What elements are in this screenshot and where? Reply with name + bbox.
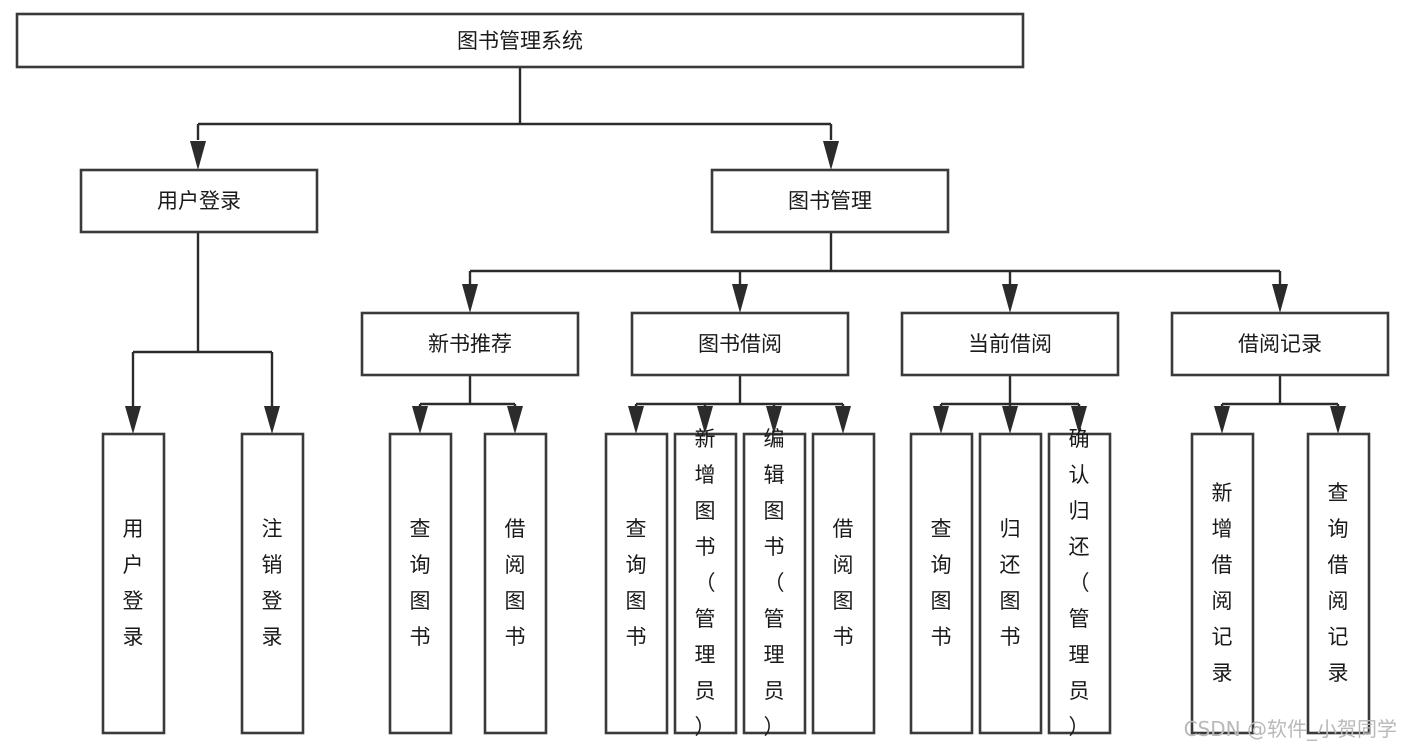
node-new-book-recommend-box[interactable]	[360, 311, 580, 377]
connector-bookmgmt-to-level3	[462, 232, 1288, 313]
node-borrow-record-label: 借阅记录	[1238, 332, 1322, 356]
leaf-node-query-book-1-box[interactable]	[388, 432, 453, 735]
leaf-node-logout-login[interactable]: 注销登录	[240, 432, 305, 735]
arrow-head-book-management	[823, 141, 839, 170]
node-current-borrow-box[interactable]	[900, 311, 1120, 377]
leaf-node-query-book-3[interactable]: 查询图书	[909, 432, 974, 735]
leaf-node-add-book-label: 新增图书（管理员）	[695, 427, 716, 739]
leaf-node-query-book-3-box[interactable]	[909, 432, 974, 735]
arrow-head-leaf-return-book	[1002, 406, 1018, 434]
leaf-node-confirm-return[interactable]: 确认归还（管理员）	[1047, 427, 1112, 739]
node-borrow-record[interactable]: 借阅记录	[1170, 311, 1390, 377]
connector-newbook-to-leaves	[412, 375, 523, 434]
node-root[interactable]: 图书管理系统	[15, 12, 1025, 69]
leaf-node-borrow-book-1-label: 借阅图书	[505, 517, 526, 649]
node-new-book-recommend-label: 新书推荐	[428, 332, 512, 356]
leaf-node-logout-login-box[interactable]	[240, 432, 305, 735]
connector-userlogin-to-leaves	[125, 232, 280, 434]
node-current-borrow-label: 当前借阅	[968, 332, 1052, 356]
leaf-node-edit-book-label: 编辑图书（管理员）	[764, 427, 785, 739]
node-book-borrow[interactable]: 图书借阅	[630, 311, 850, 377]
node-book-borrow-label: 图书借阅	[698, 332, 782, 356]
arrow-head-user-login	[190, 141, 206, 170]
node-book-management-box[interactable]	[710, 168, 950, 234]
arrow-head-leaf-logout-login	[264, 406, 280, 434]
node-user-login-box[interactable]	[79, 168, 319, 234]
leaf-node-query-book-1[interactable]: 查询图书	[388, 432, 453, 735]
leaf-node-confirm-return-label: 确认归还（管理员）	[1069, 427, 1090, 739]
watermark-label: CSDN @软件_小贺同学	[1184, 717, 1397, 741]
arrow-head-leaf-query-book-3	[933, 406, 949, 434]
node-user-login-label: 用户登录	[157, 189, 241, 213]
node-book-management[interactable]: 图书管理	[710, 168, 950, 234]
leaf-node-add-book[interactable]: 新增图书（管理员）	[673, 427, 738, 739]
leaf-node-edit-book[interactable]: 编辑图书（管理员）	[742, 427, 807, 739]
leaf-node-query-record[interactable]: 查询借阅记录	[1306, 432, 1371, 735]
arrow-head-book-borrow	[732, 284, 748, 313]
leaf-node-logout-login-label: 注销登录	[262, 517, 283, 649]
leaf-node-return-book-box[interactable]	[978, 432, 1043, 735]
arrow-head-new-book-recommend	[462, 284, 478, 313]
leaf-node-return-book[interactable]: 归还图书	[978, 432, 1043, 735]
leaf-node-user-login[interactable]: 用户登录	[101, 432, 166, 735]
arrow-head-leaf-confirm-return	[1071, 406, 1087, 434]
connector-borrowrecord-to-leaves	[1214, 375, 1346, 434]
leaf-node-query-book-2-box[interactable]	[604, 432, 669, 735]
leaf-node-query-book-1-label: 查询图书	[410, 517, 431, 649]
arrow-head-leaf-query-book-1	[412, 406, 428, 434]
leaf-node-borrow-book-2-box[interactable]	[811, 432, 876, 735]
leaf-node-borrow-book-2-label: 借阅图书	[833, 517, 854, 649]
arrow-head-leaf-borrow-book-1	[507, 406, 523, 434]
leaf-node-add-record-label: 新增借阅记录	[1212, 481, 1233, 685]
arrow-head-leaf-add-book	[697, 406, 713, 434]
node-user-login[interactable]: 用户登录	[79, 168, 319, 234]
leaf-node-query-book-2-label: 查询图书	[626, 517, 647, 649]
leaf-node-add-record[interactable]: 新增借阅记录	[1190, 432, 1255, 735]
leaf-node-query-book-3-label: 查询图书	[931, 517, 952, 649]
arrow-head-leaf-user-login	[125, 406, 141, 434]
arrow-head-leaf-borrow-book-2	[835, 406, 851, 434]
leaf-node-query-record-label: 查询借阅记录	[1328, 481, 1349, 685]
leaf-node-borrow-book-1[interactable]: 借阅图书	[483, 432, 548, 735]
leaf-node-add-record-box[interactable]	[1190, 432, 1255, 735]
arrow-head-borrow-record	[1272, 284, 1288, 313]
leaf-node-user-login-label: 用户登录	[123, 517, 144, 649]
leaf-node-borrow-book-1-box[interactable]	[483, 432, 548, 735]
node-new-book-recommend[interactable]: 新书推荐	[360, 311, 580, 377]
connector-root-to-level2	[190, 67, 839, 170]
node-current-borrow[interactable]: 当前借阅	[900, 311, 1120, 377]
connector-currentborrow-to-leaves	[933, 375, 1087, 434]
leaf-node-user-login-box[interactable]	[101, 432, 166, 735]
leaf-node-confirm-return-box[interactable]	[1047, 432, 1112, 735]
leaf-node-query-book-2[interactable]: 查询图书	[604, 432, 669, 735]
arrow-head-leaf-query-book-2	[628, 406, 644, 434]
leaf-node-borrow-book-2[interactable]: 借阅图书	[811, 432, 876, 735]
node-borrow-record-box[interactable]	[1170, 311, 1390, 377]
node-book-management-label: 图书管理	[788, 189, 872, 213]
arrow-head-leaf-add-record	[1214, 406, 1230, 434]
arrow-head-leaf-edit-book	[766, 406, 782, 434]
node-book-borrow-box[interactable]	[630, 311, 850, 377]
arrow-head-leaf-query-record	[1330, 406, 1346, 434]
leaf-node-add-book-box[interactable]	[673, 432, 738, 735]
node-root-box[interactable]	[15, 12, 1025, 69]
leaf-node-return-book-label: 归还图书	[1000, 517, 1021, 649]
node-root-label: 图书管理系统	[457, 29, 583, 53]
connector-bookborrow-to-leaves	[628, 375, 851, 434]
leaf-node-query-record-box[interactable]	[1306, 432, 1371, 735]
leaf-node-edit-book-box[interactable]	[742, 432, 807, 735]
arrow-head-current-borrow	[1002, 284, 1018, 313]
